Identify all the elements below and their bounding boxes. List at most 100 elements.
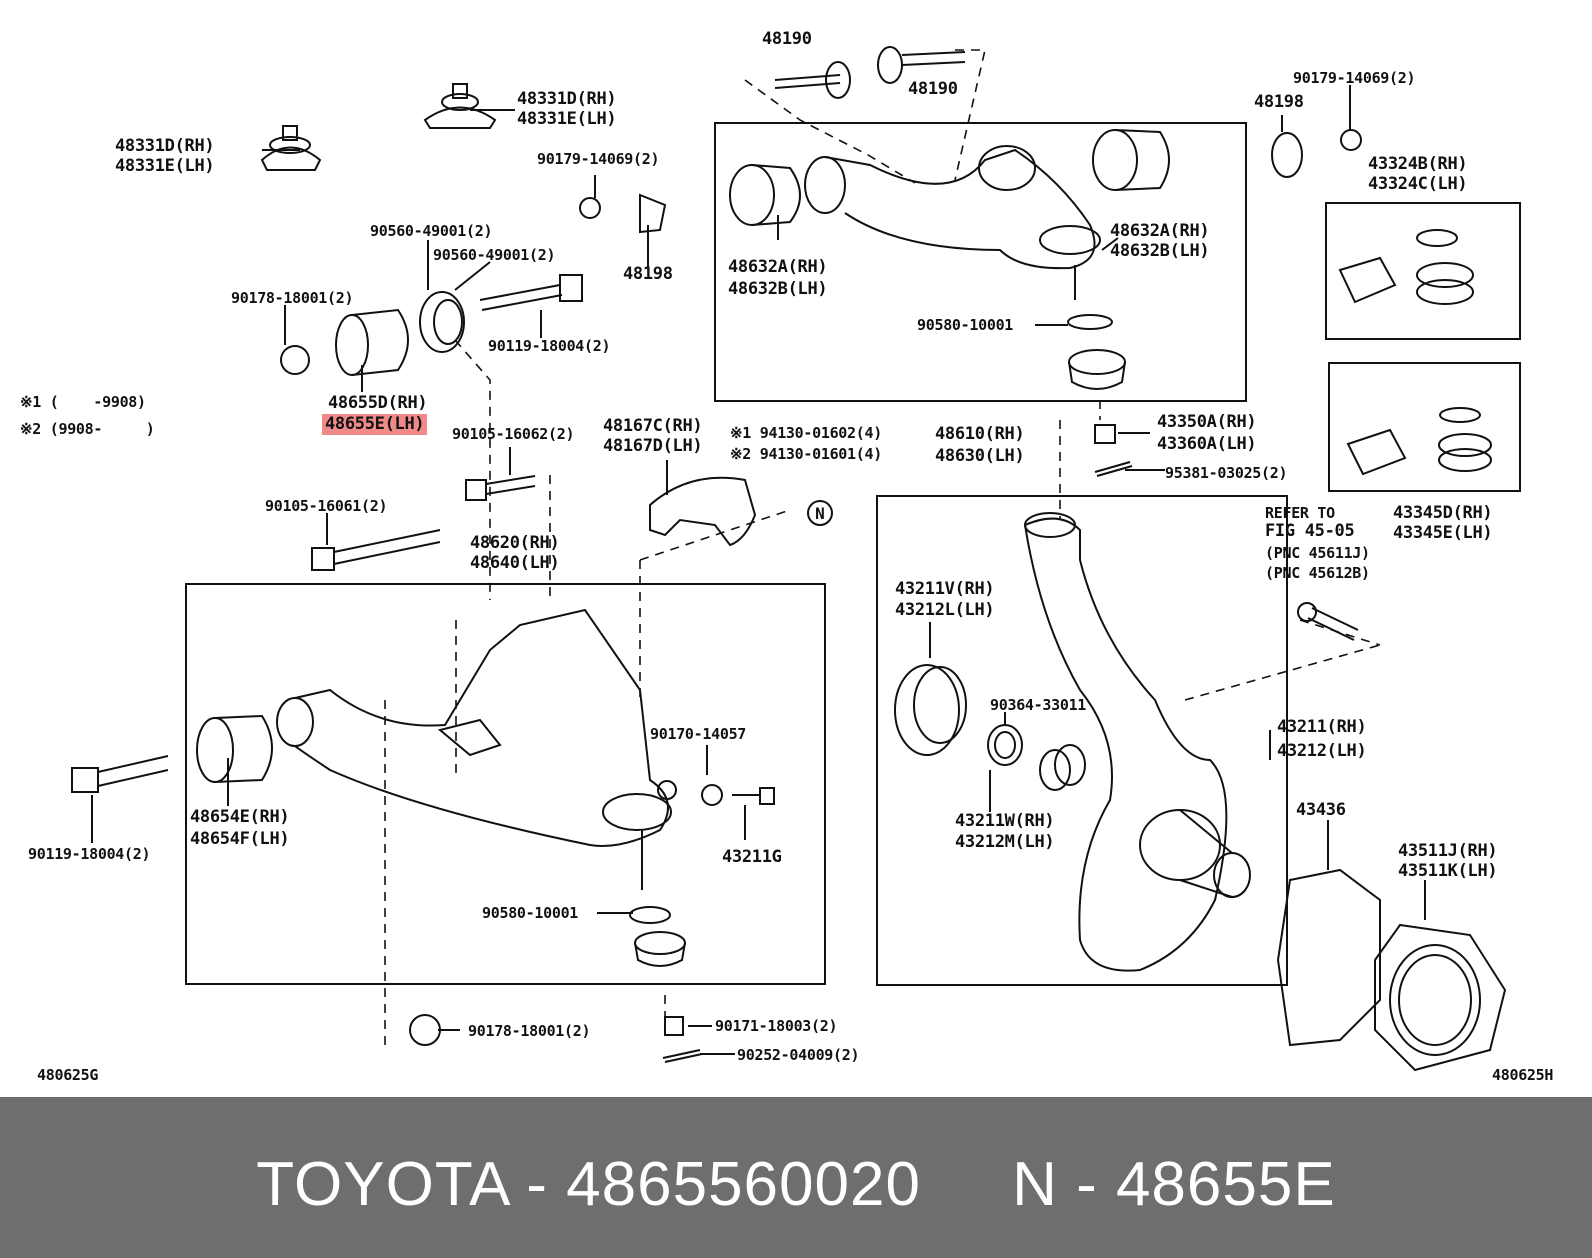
- dust-boot-lower: [634, 931, 686, 967]
- lower-control-arm: [276, 608, 677, 890]
- nut-90179-right: [1340, 129, 1362, 151]
- knuckle-frame: [876, 495, 1288, 986]
- label-48167d: 48167D(LH): [603, 436, 703, 456]
- footer-bar: TOYOTA - 4865560020 N - 48655E: [0, 1097, 1592, 1258]
- label-48632a-right: 48632A(RH): [1110, 221, 1210, 241]
- dashed-guides: [384, 49, 1381, 1045]
- ball-joint-48331-top: [423, 83, 497, 129]
- bolt-90119-left: [71, 755, 169, 793]
- label-90119-left: 90119-18004(2): [28, 845, 151, 863]
- stopper-43211g: [732, 787, 775, 805]
- bracket-48198-right: [1271, 132, 1303, 178]
- boot-kit-43324: [1338, 229, 1474, 305]
- bolt-refer: [1297, 602, 1359, 641]
- nut-90178-top: [280, 345, 310, 375]
- label-90105-16061: 90105-16061(2): [265, 497, 388, 515]
- label-90179-mid: 90179-14069(2): [537, 150, 660, 168]
- label-90171: 90171-18003(2): [715, 1017, 838, 1035]
- oil-seal-43211v: [894, 664, 967, 756]
- label-48331e-left: 48331E(LH): [115, 156, 215, 176]
- bracket-48198-mid: [639, 193, 667, 234]
- ring-90580-upper: [1067, 314, 1113, 330]
- note-2: ※2 (9908- ): [20, 420, 155, 438]
- label-94130-1: ※1 94130-01602(4): [730, 424, 882, 442]
- note-1: ※1 ( -9908): [20, 393, 146, 411]
- label-90560-a: 90560-49001(2): [370, 222, 493, 240]
- dust-boot-upper: [1068, 349, 1126, 390]
- label-43212l: 43212L(LH): [895, 600, 995, 620]
- label-43212m: 43212M(LH): [955, 832, 1055, 852]
- nut-43350: [1094, 424, 1116, 444]
- label-43345d: 43345D(RH): [1393, 503, 1493, 523]
- upper-arm-frame: [714, 122, 1247, 402]
- lower-arm-frame: [185, 583, 826, 985]
- label-43324c: 43324C(LH): [1368, 174, 1468, 194]
- note-n-circle: [807, 500, 833, 526]
- diagram-code-left: 480625G: [37, 1066, 99, 1084]
- label-48640: 48640(LH): [470, 553, 560, 573]
- leader-lines: [91, 85, 1426, 1055]
- parts-illustration: N: [71, 46, 1507, 1072]
- label-48620: 48620(RH): [470, 533, 560, 553]
- label-48654e: 48654E(RH): [190, 807, 290, 827]
- label-90105-16062: 90105-16062(2): [452, 425, 575, 443]
- gasket-43436: [1276, 868, 1381, 1047]
- bolt-90105-16062: [465, 475, 536, 501]
- parts-diagram: N 48190 48190 48331D(RH) 48331E(LH) 4833…: [20, 29, 1554, 1084]
- label-43324b: 43324B(RH): [1368, 154, 1468, 174]
- label-90580-upper: 90580-10001: [917, 316, 1014, 334]
- label-90119-top: 90119-18004(2): [488, 337, 611, 355]
- refer-line-1: REFER TO: [1265, 504, 1335, 522]
- label-94130-2: ※2 94130-01601(4): [730, 445, 882, 463]
- label-43436: 43436: [1296, 800, 1346, 820]
- label-48655d: 48655D(RH): [328, 393, 428, 413]
- bearing-43211w: [1039, 744, 1086, 791]
- bolt-90119-top: [479, 274, 583, 311]
- bushing-48654: [196, 714, 273, 783]
- ring-90580-lower: [629, 906, 671, 924]
- label-48198-mid: 48198: [623, 264, 673, 284]
- label-90178-top: 90178-18001(2): [231, 289, 354, 307]
- bushing-48632-left: [729, 164, 801, 226]
- footer-part-number: TOYOTA - 4865560020 N - 48655E: [256, 1150, 1336, 1219]
- label-43211: 43211(RH): [1277, 717, 1367, 737]
- label-43212: 43212(LH): [1277, 741, 1367, 761]
- label-43360a: 43360A(LH): [1157, 434, 1257, 454]
- nut-90179-mid: [579, 197, 601, 219]
- label-90560-b: 90560-49001(2): [433, 246, 556, 264]
- label-48632b-left: 48632B(LH): [728, 279, 828, 299]
- refer-line-3: (PNC 45611J): [1265, 544, 1370, 562]
- nut-90170: [701, 784, 723, 806]
- cotter-pin-95381: [1094, 461, 1133, 477]
- label-90364: 90364-33011: [990, 696, 1087, 714]
- label-48610: 48610(RH): [935, 424, 1025, 444]
- label-90252: 90252-04009(2): [737, 1046, 860, 1064]
- label-48632b-right: 48632B(LH): [1110, 241, 1210, 261]
- label-43350a: 43350A(RH): [1157, 412, 1257, 432]
- bracket-48167: [649, 476, 757, 547]
- collar-90560: [419, 291, 465, 353]
- bolt-48190-a: [774, 61, 851, 99]
- bushing-48632-right: [1092, 129, 1170, 191]
- label-48630: 48630(LH): [935, 446, 1025, 466]
- label-48655e-highlighted: 48655E(LH): [322, 414, 428, 435]
- label-48190-b: 48190: [908, 79, 958, 99]
- label-90179-right: 90179-14069(2): [1293, 69, 1416, 87]
- label-43211g: 43211G: [722, 847, 782, 867]
- bushing-48655: [335, 308, 409, 376]
- label-48331d-left: 48331D(RH): [115, 136, 215, 156]
- cotter-pin-90252: [662, 1049, 703, 1063]
- label-48198-right: 48198: [1254, 92, 1304, 112]
- label-48331d-top: 48331D(RH): [517, 89, 617, 109]
- boot-kit-43345: [1346, 407, 1492, 476]
- label-95381: 95381-03025(2): [1165, 464, 1288, 482]
- upper-control-arm: [804, 145, 1101, 300]
- label-43511j: 43511J(RH): [1398, 841, 1498, 861]
- note-n-letter: N: [815, 504, 825, 523]
- label-48190-a: 48190: [762, 29, 812, 49]
- boot-kit-frame-upper: [1325, 202, 1521, 340]
- label-43211v: 43211V(RH): [895, 579, 995, 599]
- refer-line-4: (PNC 45612B): [1265, 564, 1370, 582]
- diagram-code-right: 480625H: [1492, 1066, 1554, 1084]
- label-43511k: 43511K(LH): [1398, 861, 1498, 881]
